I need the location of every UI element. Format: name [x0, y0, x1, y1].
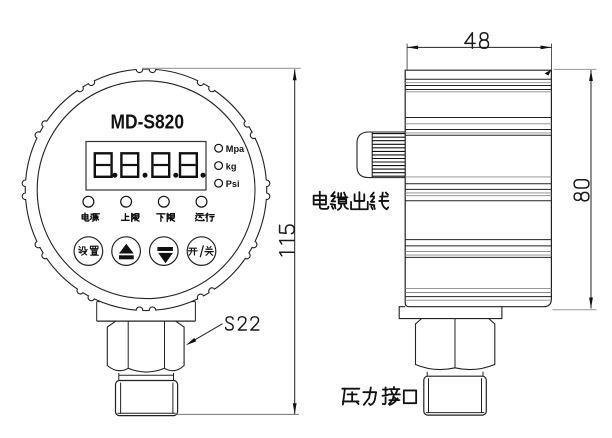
- svg-text:kg: kg: [226, 161, 237, 171]
- svg-text:Psi: Psi: [226, 179, 240, 189]
- svg-text:Mpa: Mpa: [226, 144, 245, 154]
- svg-text:MD-S820: MD-S820: [111, 110, 185, 133]
